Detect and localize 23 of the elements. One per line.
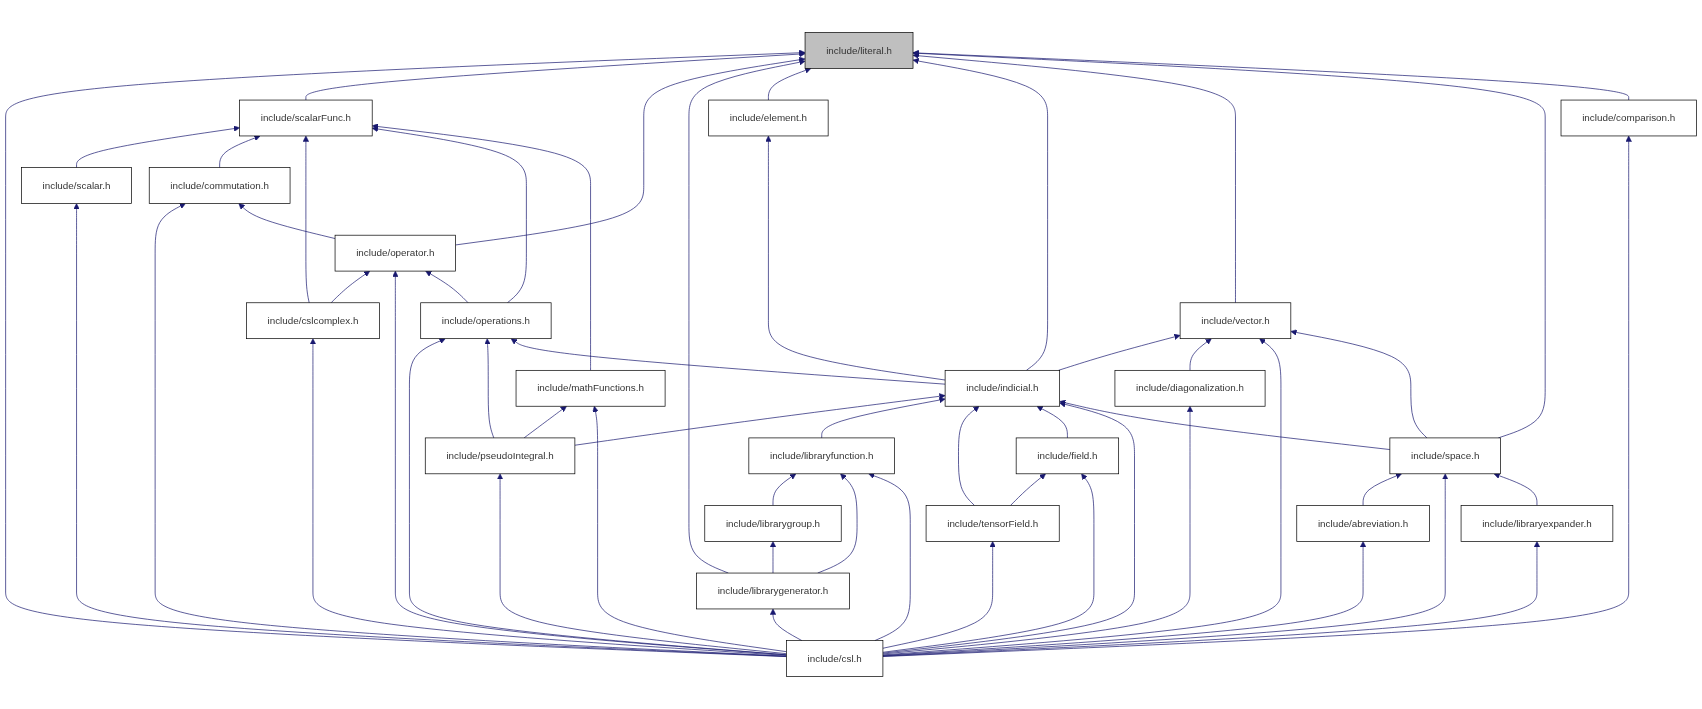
node-box: include/mathFunctions.h — [515, 370, 666, 407]
node-box: include/librarygroup.h — [704, 505, 842, 542]
node-box: include/space.h — [1389, 437, 1501, 475]
node-box: include/element.h — [708, 99, 829, 137]
node-box: include/vector.h — [1179, 302, 1292, 339]
node-box: include/field.h — [1015, 437, 1119, 475]
node-box: include/librarygenerator.h — [696, 572, 850, 610]
node-box: include/libraryfunction.h — [748, 437, 895, 475]
node-box: include/libraryexpander.h — [1460, 505, 1614, 542]
node-box: include/scalar.h — [21, 167, 132, 204]
node-box: include/cslcomplex.h — [246, 302, 380, 339]
node-box: include/operator.h — [334, 234, 456, 272]
node-box: include/scalarFunc.h — [239, 99, 373, 137]
node-box: include/csl.h — [786, 640, 884, 677]
node-box: include/abreviation.h — [1296, 505, 1430, 542]
node-box: include/tensorField.h — [925, 505, 1060, 542]
node-box: include/commutation.h — [148, 167, 291, 204]
node-box: include/operations.h — [420, 302, 552, 339]
node-box: include/pseudoIntegral.h — [424, 437, 576, 475]
node-box: include/indicial.h — [944, 370, 1060, 407]
node-box: include/comparison.h — [1560, 99, 1697, 137]
node-box: include/diagonalization.h — [1114, 370, 1266, 407]
node-box: include/literal.h — [804, 32, 914, 69]
